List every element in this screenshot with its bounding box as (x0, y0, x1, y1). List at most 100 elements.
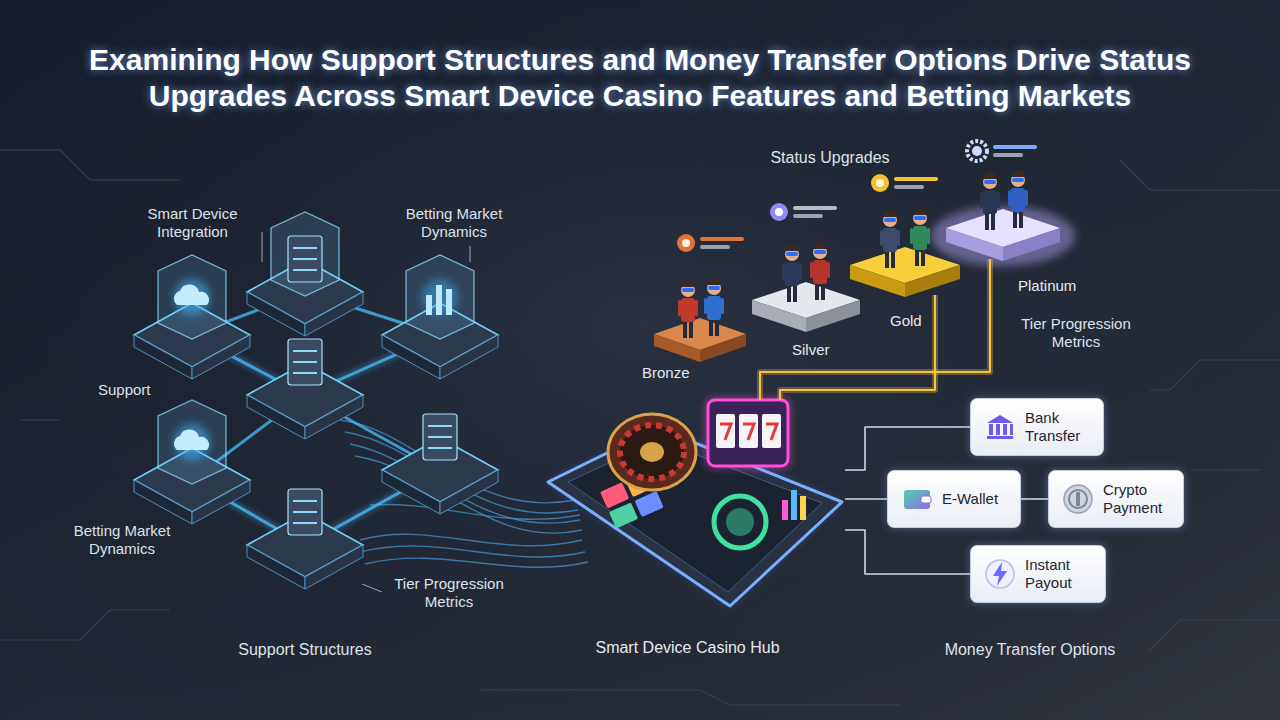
payment-icon-part (1010, 424, 1013, 435)
cube-network-part (271, 212, 339, 296)
connector (780, 295, 935, 400)
cube-network-part (174, 424, 210, 460)
payment-label: Instant Payout (1025, 556, 1103, 592)
gold-platform-part (880, 210, 900, 268)
caption-label: Support Structures (210, 640, 400, 659)
payment-label: E-Wallet (942, 490, 1020, 508)
connector-line (1021, 498, 1048, 500)
silver-platform-part (806, 300, 860, 332)
connector-line (780, 295, 935, 400)
slot-machine-part (743, 424, 754, 440)
cube-network-part (288, 339, 322, 385)
tier-label: Bronze (642, 364, 690, 382)
game-cards-part (609, 502, 638, 528)
connector (845, 530, 970, 574)
leader-lines-part (362, 584, 382, 592)
chart-bars-part (782, 500, 788, 520)
tier-platforms (654, 170, 1075, 362)
silver-platform (752, 242, 860, 332)
platinum-platform-part (980, 172, 1000, 230)
payment-option-box: Instant Payout (970, 545, 1106, 603)
payment-text-stack: E-Wallet (942, 490, 1020, 508)
tier-badges-part-part (770, 203, 788, 221)
payment-label: Bank Transfer (1025, 409, 1103, 445)
caption-label: Betting Market Dynamics (395, 205, 513, 241)
cube-network-part (423, 414, 457, 460)
caption-label: Support (98, 381, 178, 399)
payment-option-box: Bank Transfer (970, 398, 1104, 456)
payment-icon-part (987, 415, 1013, 423)
bars-icon-part (436, 285, 442, 315)
payment-icon (1062, 483, 1094, 515)
data-waves-part (365, 558, 588, 567)
payment-icon (984, 558, 1016, 590)
tier-platform-node: Bronze (655, 318, 745, 362)
payment-icon-part (904, 490, 930, 509)
caption-label: Betting Market Dynamics (62, 522, 182, 558)
tier-label: Silver (792, 341, 830, 359)
roulette-wheel-part (640, 442, 664, 462)
tier-platforms-part (931, 206, 1075, 266)
circuit-lines (0, 150, 1280, 705)
bars-icon-part (446, 289, 452, 315)
network-glow (192, 335, 440, 545)
payment-icon-part (1076, 492, 1080, 506)
tier-badges-part-part (972, 146, 982, 156)
chart-bars (782, 490, 806, 520)
circuit-lines-part (0, 610, 170, 640)
casino-hub-node: Smart Device Casino Hub (530, 400, 845, 662)
connector-line (760, 259, 990, 400)
roulette-wheel-part (608, 414, 696, 490)
payment-icon-part (987, 436, 1013, 439)
payment-icon (901, 483, 933, 515)
game-cards-part (635, 491, 664, 517)
tier-badges-part-part (793, 214, 823, 218)
caption-label: Smart Device Integration (130, 205, 255, 241)
tier-badges-part (967, 141, 1037, 161)
cube-network-part (406, 255, 474, 339)
bars-icon-part (422, 279, 458, 315)
payment-icon-part (921, 496, 931, 503)
payment-icon-part (996, 424, 1000, 435)
circuit-lines-part (1120, 160, 1280, 190)
slot-machine-part (716, 414, 735, 448)
cube-network (134, 212, 498, 589)
gold-platform-part (850, 265, 905, 297)
slot-machine-part (706, 398, 790, 468)
tier-platform-node: Gold (850, 247, 960, 295)
payment-icon-part (1064, 485, 1092, 513)
leader-lines-part (470, 246, 471, 262)
tier-label: Gold (890, 312, 922, 330)
caption-label: Tier Progression Metrics (383, 575, 515, 611)
leader-lines-part (262, 232, 263, 262)
payment-icon-part (989, 424, 993, 435)
platinum-platform-part (1008, 170, 1028, 228)
silver-platform-part (810, 242, 830, 300)
tier-badges-part-part (793, 206, 837, 210)
slot-machine-part (720, 424, 731, 440)
tier-badges-part-part (967, 141, 987, 161)
bronze-platform-part (700, 334, 746, 362)
tier-platform-node: Platinum (946, 209, 1060, 259)
bronze-platform-part (678, 280, 698, 338)
gold-platform-part (910, 208, 930, 266)
chart-bars-part (791, 490, 797, 520)
leader-lines (262, 232, 470, 592)
tier-badges-part-part (775, 208, 783, 216)
bronze-platform (654, 278, 746, 362)
circuit-lines-part (480, 690, 900, 705)
tier-badges-part (871, 174, 938, 192)
game-cards-part (600, 482, 629, 508)
payment-icon-part (993, 562, 1007, 586)
bars-icon (422, 279, 458, 315)
tier-badges-part-part (894, 177, 938, 181)
payment-icon-part (1003, 424, 1007, 435)
data-waves-part (360, 534, 582, 546)
circuit-lines-part (1190, 469, 1260, 470)
payment-label: Crypto Payment (1103, 481, 1181, 517)
caption-label: Status Upgrades (755, 148, 905, 167)
tier-badges-part-part (682, 239, 690, 247)
phone-hub-part (726, 508, 754, 536)
